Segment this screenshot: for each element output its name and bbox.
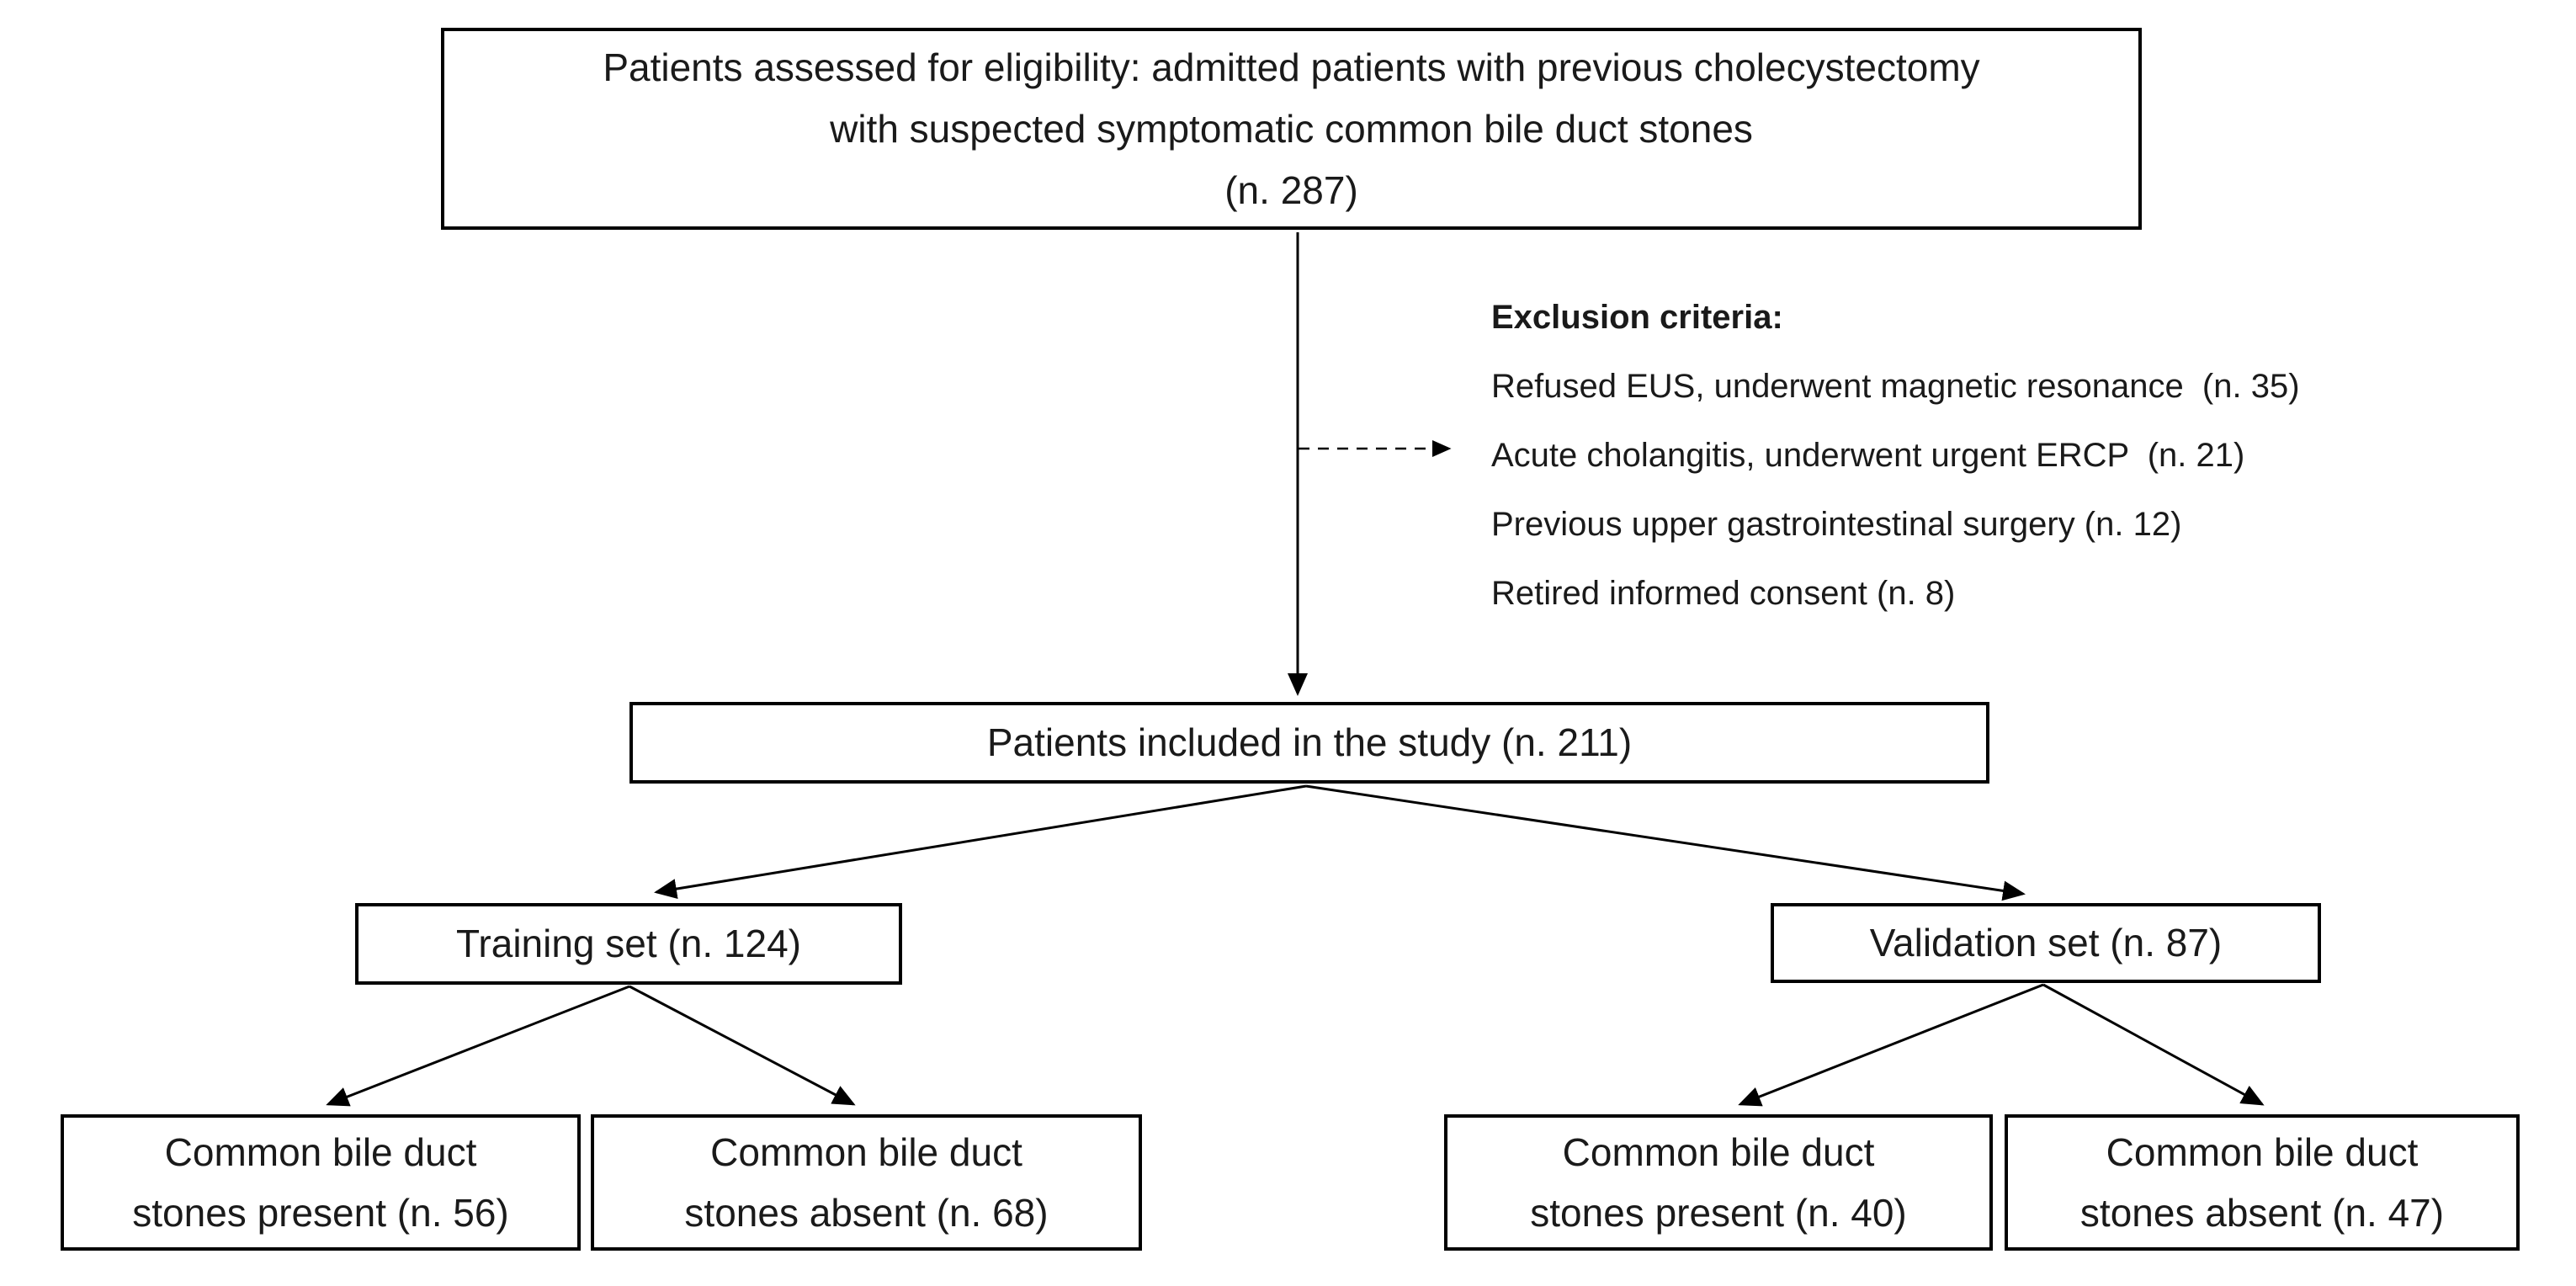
validation-stones-absent-box: Common bile duct stones absent (n. 47): [2005, 1114, 2520, 1251]
exclusion-item-previous-surgery: Previous upper gastrointestinal surgery …: [1491, 505, 2182, 543]
training-set-box: Training set (n. 124): [355, 903, 902, 985]
training-stones-absent-line-1: Common bile duct: [710, 1130, 1022, 1174]
exclusion-item-acute-cholangitis: Acute cholangitis, underwent urgent ERCP…: [1491, 436, 2245, 474]
arrow-validation-to-absent: [2042, 983, 2265, 1106]
training-set-label: Training set (n. 124): [456, 922, 801, 965]
training-stones-present-box: Common bile duct stones present (n. 56): [61, 1114, 581, 1251]
arrow-validation-to-present: [1738, 983, 2044, 1107]
training-stones-present-line-2: stones present (n. 56): [132, 1191, 509, 1235]
included-box: Patients included in the study (n. 211): [629, 702, 1989, 784]
exclusion-item-refused-eus: Refused EUS, underwent magnetic resonanc…: [1491, 367, 2300, 405]
arrow-included-to-validation: [1305, 784, 2026, 901]
arrow-training-to-present: [326, 985, 630, 1107]
eligibility-count: (n. 287): [1224, 167, 1358, 212]
training-stones-absent-line-2: stones absent (n. 68): [684, 1191, 1049, 1235]
validation-stones-absent-line-2: stones absent (n. 47): [2079, 1191, 2445, 1235]
exclusion-block: Exclusion criteria: Refused EUS, underwe…: [1491, 283, 2300, 628]
validation-stones-present-line-2: stones present (n. 40): [1530, 1191, 1907, 1235]
exclusion-header: Exclusion criteria:: [1491, 298, 1783, 336]
validation-set-box: Validation set (n. 87): [1771, 903, 2321, 983]
eligibility-line-1: Patients assessed for eligibility: admit…: [603, 45, 1980, 89]
validation-stones-present-line-1: Common bile duct: [1562, 1130, 1875, 1174]
eligibility-line-2: with suspected symptomatic common bile d…: [830, 106, 1753, 151]
validation-stones-absent-line-1: Common bile duct: [2106, 1130, 2419, 1174]
eligibility-box: Patients assessed for eligibility: admit…: [441, 28, 2142, 230]
validation-stones-present-box: Common bile duct stones present (n. 40): [1444, 1114, 1993, 1251]
arrow-training-to-absent: [629, 985, 856, 1106]
exclusion-item-retired-consent: Retired informed consent (n. 8): [1491, 574, 1956, 612]
included-label: Patients included in the study (n. 211): [986, 720, 1633, 764]
arrow-included-to-training: [654, 784, 1307, 899]
validation-set-label: Validation set (n. 87): [1869, 921, 2223, 964]
training-stones-present-line-1: Common bile duct: [164, 1130, 477, 1174]
training-stones-absent-box: Common bile duct stones absent (n. 68): [591, 1114, 1142, 1251]
